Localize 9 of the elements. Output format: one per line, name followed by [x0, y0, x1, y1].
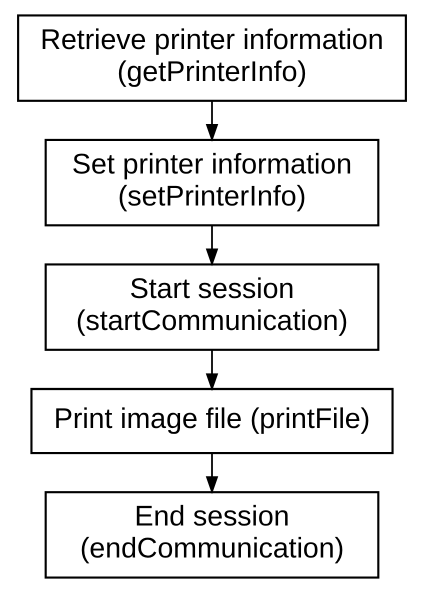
arrow — [205, 454, 218, 494]
arrow — [205, 100, 218, 142]
node-box: Set printer information (setPrinterInfo) — [44, 138, 379, 226]
node-box: Print image file (printFile) — [30, 388, 394, 454]
node-box: End session (endCommunication) — [44, 491, 379, 579]
arrow — [205, 225, 218, 266]
arrow — [205, 350, 218, 392]
node-box: Retrieve printer information (getPrinterInfo) — [16, 14, 406, 102]
node-box: Start session (startCommunication) — [44, 263, 379, 351]
